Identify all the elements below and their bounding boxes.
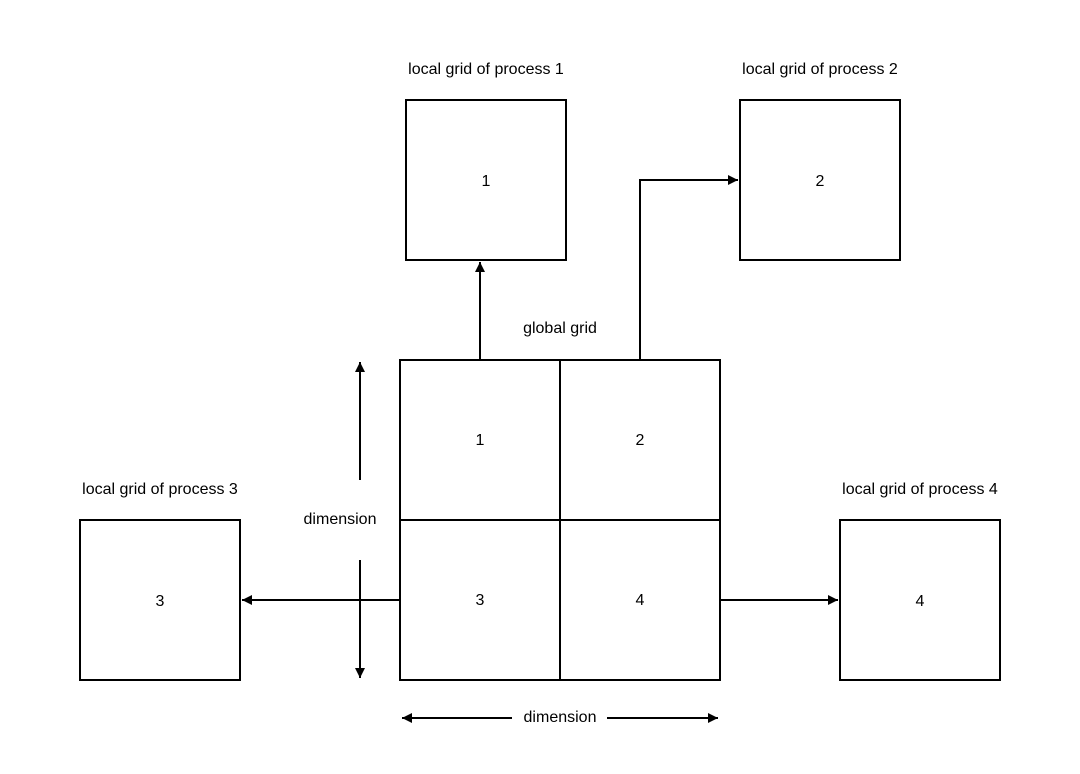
horizontal-dimension-label: dimension: [524, 709, 597, 726]
local-grid-2-title: local grid of process 2: [742, 61, 898, 78]
local-grid-3-title: local grid of process 3: [82, 481, 238, 498]
local-grid-3-number: 3: [156, 593, 165, 610]
global-cell-1: 1: [476, 432, 485, 449]
local-grid-process-2: local grid of process 2 2: [739, 61, 901, 261]
local-grid-process-3: local grid of process 3 3: [79, 481, 241, 681]
vertical-dimension-label: dimension: [304, 511, 377, 528]
vertical-dimension-indicator: dimension: [304, 362, 377, 678]
local-grid-2-number: 2: [816, 173, 825, 190]
global-cell-3: 3: [476, 592, 485, 609]
global-grid: 1 2 3 4: [399, 359, 721, 681]
global-grid-label: global grid: [523, 320, 597, 337]
local-grid-1-title: local grid of process 1: [408, 61, 564, 78]
local-grid-4-number: 4: [916, 593, 925, 610]
arrow-cell-2-to-process-2: [639, 175, 738, 360]
horizontal-dimension-indicator: dimension: [402, 709, 718, 726]
global-cell-2: 2: [636, 432, 645, 449]
local-grid-process-1: local grid of process 1 1: [405, 61, 567, 261]
local-grid-4-title: local grid of process 4: [842, 481, 998, 498]
local-grid-1-number: 1: [482, 173, 491, 190]
global-cell-4: 4: [636, 592, 645, 609]
local-grid-process-4: local grid of process 4 4: [839, 481, 1001, 681]
